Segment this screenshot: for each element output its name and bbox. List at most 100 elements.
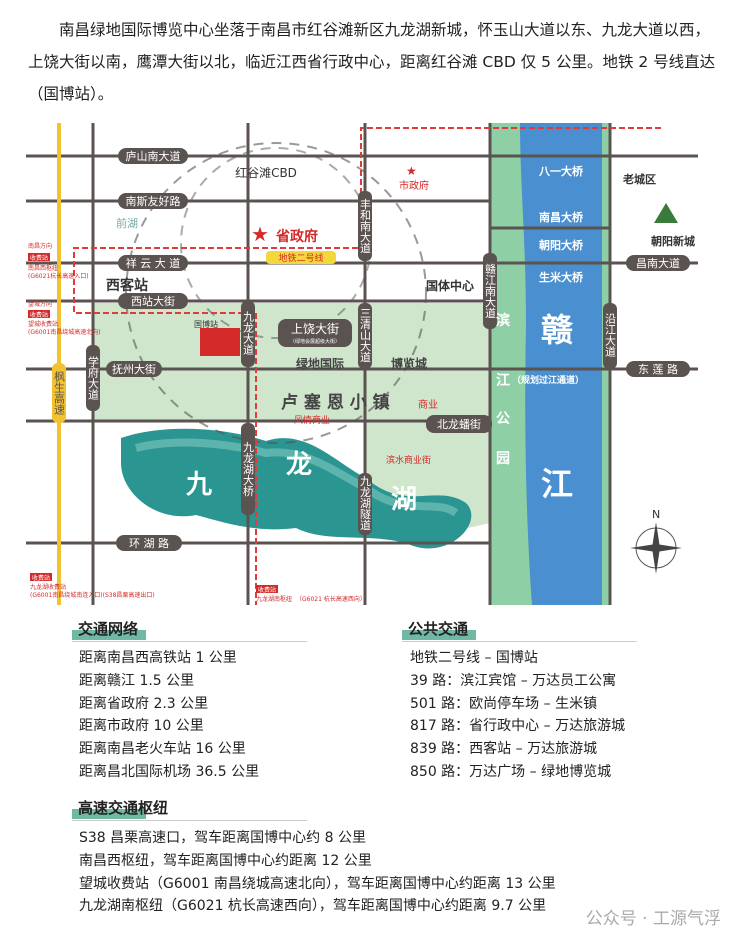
road-label: 上饶大街 — [291, 322, 339, 336]
road-label: 西站大街 — [131, 294, 175, 308]
list-item: 850 路：万达广场 – 绿地博览城 — [410, 763, 612, 780]
park-label: 滨 — [496, 312, 510, 329]
road-label: 祥 云 大 道 — [126, 256, 181, 270]
list-item: 距离省政府 2.3 公里 — [79, 695, 209, 712]
compass-icon: N — [630, 508, 682, 574]
binshui-label: 滨水商业街 — [386, 454, 431, 466]
list-item: 817 路：省行政中心 – 万达旅游城 — [410, 718, 626, 735]
toll-direction: 南昌方向 — [28, 242, 52, 250]
toll-tag: 收费站 — [30, 311, 48, 319]
transit-title: 公共交通 — [408, 620, 469, 638]
toll-name: 九龙湖收费站 — [30, 583, 66, 591]
intro-paragraph: 南昌绿地国际博览中心坐落于南昌市红谷滩新区九龙湖新城，怀玉山大道以东、九龙大道以… — [28, 21, 716, 103]
river-label: 赣 — [541, 311, 574, 349]
laocheng-label: 老城区 — [622, 172, 656, 186]
toll-tag: 收费站 — [30, 254, 48, 262]
tunnel-label: （规划过江通道） — [512, 374, 584, 386]
qianhu-label: 前湖 — [116, 216, 138, 230]
bridge-label: 南昌大桥 — [539, 210, 584, 224]
transit-list: 地铁二号线 – 国博站 39 路：滨江宾馆 – 万达员工公寓 501 路：欧尚停… — [410, 647, 625, 784]
road-label: 北龙蟠街 — [437, 417, 481, 431]
location-map: 庐山南大道 南斯友好路 祥 云 大 道 西站大街 抚州大街 环 湖 路 昌南大道… — [26, 123, 698, 605]
road-label: 东 莲 路 — [638, 363, 678, 376]
list-item: 39 路：滨江宾馆 – 万达员工公寓 — [410, 672, 617, 689]
city-gov-label: 市政府 — [399, 179, 429, 192]
province-gov-label: 省政府 — [275, 228, 318, 245]
road-label: 九龙湖大桥 — [242, 441, 255, 497]
list-item: 九龙湖南枢纽（G6021 杭长高速西向），驾车距离国博中心约距离 9.7 公里 — [79, 898, 547, 915]
road-label: 丰和南大道 — [359, 198, 372, 253]
watermark: 公众号 · 工源气浮 — [585, 909, 721, 929]
river-label: 江 — [541, 465, 573, 503]
lvdi-label: 绿地国际 — [296, 356, 344, 371]
list-item: 距离南昌西高铁站 1 公里 — [79, 650, 237, 666]
park-label: 江 — [496, 372, 510, 389]
toll-tag: 收费站 — [32, 574, 50, 582]
list-item: 距离赣江 1.5 公里 — [79, 672, 195, 689]
toll-desc: （G6021 杭长高速西向） — [296, 595, 366, 603]
toll-desc: (G6001南昌绕城高速北向) — [28, 328, 101, 336]
lake-label: 九 — [185, 470, 212, 500]
cbd-label: 红谷滩CBD — [235, 165, 297, 180]
list-item: 距离南昌老火车站 16 公里 — [79, 741, 246, 758]
traffic-section-title: 交通网络 — [72, 618, 146, 640]
metro-label: 地铁二号线 — [278, 252, 323, 264]
guobo-station-label: 国博站 — [194, 319, 218, 329]
traffic-title: 交通网络 — [78, 620, 139, 638]
highway-list: S38 昌栗高速口，驾车距离国博中心约 8 公里 南昌西枢纽，驾车距离国博中心约… — [79, 827, 556, 918]
bolan-label: 博览城 — [391, 356, 427, 371]
bridge-label: 八一大桥 — [538, 164, 584, 178]
star-icon: ★ — [406, 164, 417, 178]
metro-line-2 — [73, 127, 661, 605]
star-icon: ★ — [251, 222, 269, 246]
toll-direction: 望城方向 — [28, 300, 52, 308]
toll-desc: (G6021杭长高速入口) — [28, 272, 89, 280]
road-sublabel: （绿地会展超级大街） — [290, 338, 340, 345]
lake-label: 湖 — [391, 485, 417, 515]
list-item: 距离市政府 10 公里 — [79, 718, 204, 735]
ganjiang-river — [520, 123, 602, 605]
road-label: 沿江大道 — [604, 313, 617, 357]
road-label: 学府大道 — [87, 355, 100, 400]
jiulong-lake — [121, 428, 472, 549]
toll-name: 望城收费站 — [28, 320, 58, 328]
road-label: 南斯友好路 — [126, 194, 181, 208]
list-item: 839 路：西客站 – 万达旅游城 — [410, 741, 598, 758]
list-item: 南昌西枢纽，驾车距离国博中心约距离 12 公里 — [79, 852, 372, 869]
road-label: 昌南大道 — [636, 256, 680, 270]
park-label: 园 — [496, 451, 510, 467]
list-item: 距离昌北国际机场 36.5 公里 — [79, 763, 260, 780]
north-label: N — [652, 508, 660, 521]
xikezhan-label: 西客站 — [106, 277, 148, 294]
road-label: 抚州大街 — [112, 362, 156, 376]
shangye-label: 商业 — [418, 398, 438, 411]
town-label: 卢 塞 恩 小 镇 — [281, 392, 390, 413]
bridge-label: 朝阳大桥 — [539, 238, 584, 252]
toll-tag: 收费站 — [258, 586, 276, 594]
road-label: 九龙湖隧道 — [359, 475, 372, 530]
lake-label: 龙 — [286, 450, 312, 480]
road-label: 庐山南大道 — [126, 149, 181, 163]
expo-center-logo — [200, 328, 240, 356]
fengqing-label: 风情商业 — [294, 414, 330, 426]
road-label: 环 湖 路 — [129, 537, 169, 550]
toll-name: 九龙湖南枢纽 — [256, 595, 292, 603]
bridge-label: 生米大桥 — [539, 270, 584, 284]
toll-desc: (G6001南昌绕城南连入口)(S38昌栗高速出口) — [30, 591, 155, 599]
highway-title: 高速交通枢纽 — [78, 799, 169, 817]
list-item: 地铁二号线 – 国博站 — [410, 650, 538, 666]
list-item: S38 昌栗高速口，驾车距离国博中心约 8 公里 — [79, 830, 366, 846]
tiyu-label: 国体中心 — [426, 278, 474, 293]
highway-section-title: 高速交通枢纽 — [72, 797, 174, 819]
chaoyang-label: 朝阳新城 — [651, 234, 695, 248]
road-label: 九龙大道 — [242, 311, 255, 355]
list-item: 501 路：欧尚停车场 – 生米镇 — [410, 695, 598, 712]
toll-name: 南昌西枢纽 — [28, 264, 58, 272]
park-label: 公 — [496, 411, 510, 427]
road-label: 枫生高速 — [53, 370, 66, 415]
road-label: 三清山大道 — [359, 308, 372, 363]
transit-section-title: 公共交通 — [402, 618, 476, 640]
list-item: 望城收费站（G6001 南昌绕城高速北向），驾车距离国博中心约距离 13 公里 — [79, 875, 556, 892]
traffic-list: 距离南昌西高铁站 1 公里 距离赣江 1.5 公里 距离省政府 2.3 公里 距… — [79, 647, 259, 784]
road-label: 赣江南大道 — [484, 262, 497, 318]
